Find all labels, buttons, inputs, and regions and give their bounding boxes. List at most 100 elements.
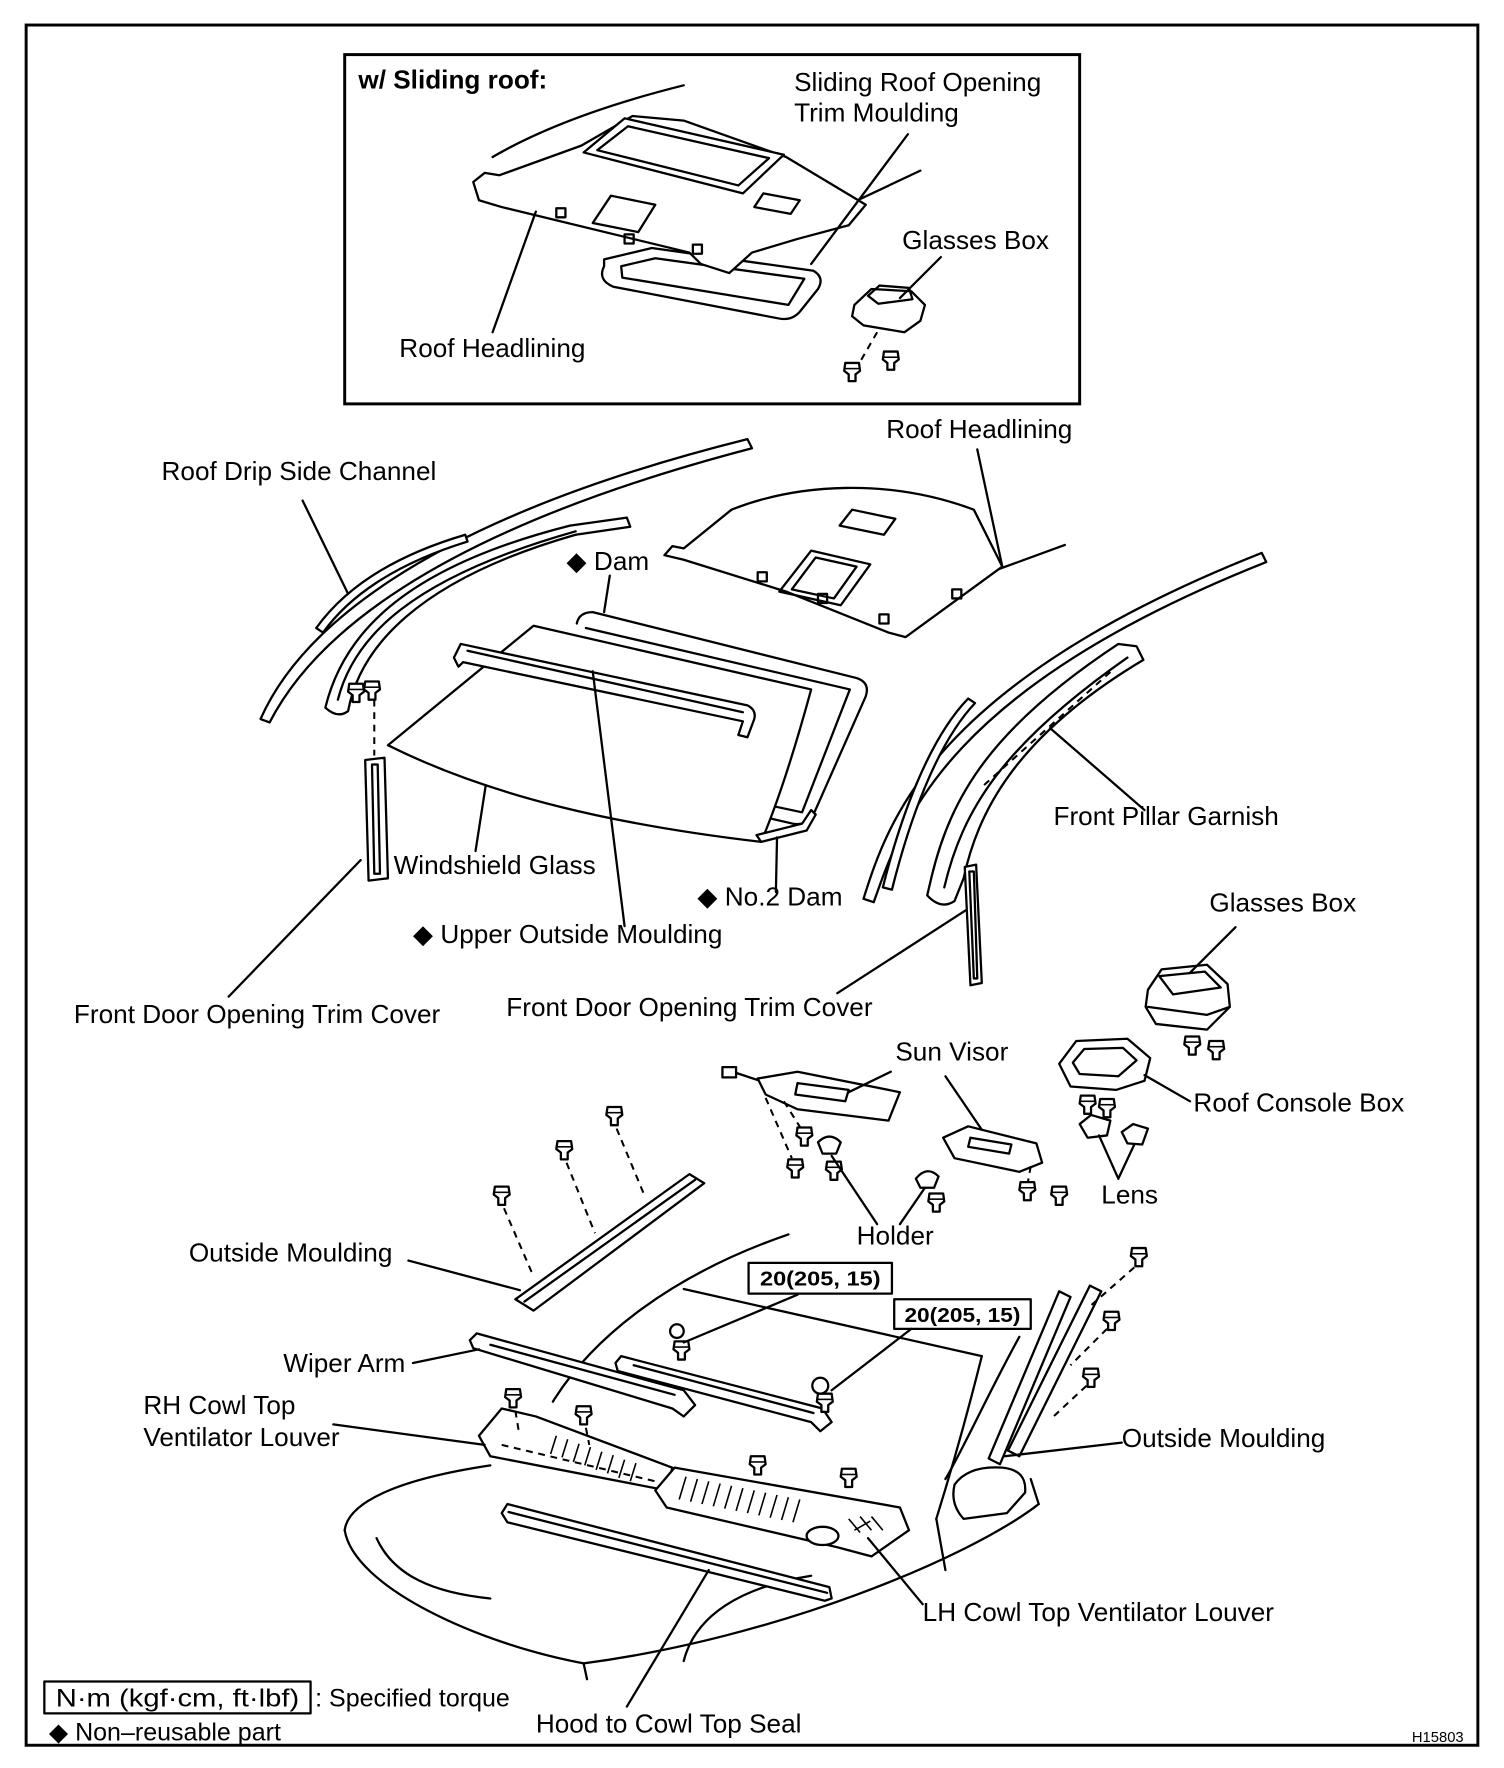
label-sun-visor: Sun Visor: [895, 1036, 1008, 1066]
moulding-left-dash: [615, 1128, 647, 1198]
cowl-louvers: [477, 1388, 911, 1558]
label-no2-dam: ◆ No.2 Dam: [697, 882, 842, 912]
roof-console-box-inner: [1071, 1046, 1138, 1078]
label-roof-headlining: Roof Headlining: [886, 414, 1072, 444]
lh-louver-grille: [678, 1476, 801, 1523]
hood-front-edge: [582, 1502, 1040, 1665]
outside-moulding-left-inner: [523, 1178, 697, 1303]
visor-right-screw: [1050, 1185, 1069, 1206]
moulding-right-clip: [1081, 1367, 1101, 1389]
sun-visor-left-mirror: [794, 1081, 850, 1103]
inset-clip-hole: [691, 243, 704, 255]
label-front-pillar-garnish: Front Pillar Garnish: [1053, 801, 1278, 831]
moulding-right-clip: [1129, 1246, 1148, 1268]
visor-left-screw: [795, 1126, 814, 1147]
glasses-box-body: [1144, 963, 1231, 1031]
leader-front-pillar-garnish: [1048, 726, 1146, 812]
inset-leader-lines: [491, 133, 942, 334]
sun-visor-left: [756, 1070, 902, 1122]
no2-dam: [755, 808, 817, 844]
wiper-nut: [672, 1340, 691, 1361]
pillar-base: [935, 1517, 947, 1572]
moulding-right-dash: [1069, 1328, 1108, 1366]
visor-left-dash: [764, 1097, 793, 1159]
label-inset-roof-headlining: Roof Headlining: [399, 333, 585, 363]
headlining-clip-hole: [816, 592, 829, 605]
front-pillar-garnish-right-ticks: [983, 668, 1115, 786]
label-holder: Holder: [857, 1221, 934, 1251]
accessory-leader-lines: [830, 926, 1237, 1226]
right-drip-channel-and-garnish: [862, 551, 1268, 906]
wiper-nut-cap: [811, 1376, 830, 1395]
sun-visor-right-part: [914, 1125, 1069, 1213]
rh-cowl-top-ventilator-louver: [477, 1407, 674, 1492]
glasses-box-clip: [1207, 1039, 1226, 1061]
lh-louver-nozzle: [805, 1525, 840, 1547]
legend-non-reusable: ◆ Non–reusable part: [49, 1719, 281, 1747]
inset-small-recess: [753, 192, 801, 216]
label-lh-cowl-louver: LH Cowl Top Ventilator Louver: [923, 1597, 1275, 1627]
visor-wire: [734, 1071, 762, 1082]
garnish-left-clip: [362, 680, 382, 701]
moulding-left-clip: [555, 1139, 574, 1161]
hood-left-top: [343, 1464, 492, 1532]
roof-console-box-part: [1058, 1037, 1152, 1146]
sun-visor-right: [941, 1125, 1044, 1173]
label-sliding-roof-trim-line2: Trim Moulding: [794, 98, 959, 128]
leader-lens-right: [1117, 1143, 1136, 1180]
hood-left-bottom: [343, 1529, 585, 1665]
visor-connector: [721, 1066, 738, 1079]
label-rh-cowl-louver-line2: Ventilator Louver: [143, 1422, 340, 1452]
leader-no2-dam: [774, 836, 779, 894]
inset-glasses-box-lid: [866, 284, 914, 305]
front-door-trim-cover-left: [364, 756, 390, 882]
label-inset-glasses-box: Glasses Box: [902, 225, 1049, 255]
front-door-trim-cover-left-inner: [370, 763, 382, 875]
front-pillar-garnish-left: [324, 516, 632, 716]
wiper-blade-right-hand: [489, 1343, 676, 1396]
sunroof-opening-inner: [596, 125, 771, 187]
fender-line: [944, 1335, 1021, 1481]
label-hood-to-cowl-top-seal: Hood to Cowl Top Seal: [536, 1709, 802, 1739]
right-outside-moulding-part: [987, 1246, 1148, 1466]
right-channel-strip: [881, 697, 977, 891]
leader-trim-cover-right: [836, 909, 968, 995]
leader-torque-1: [682, 1293, 799, 1344]
leader-glasses-box: [1188, 926, 1237, 974]
sunroof-opening-outer: [582, 117, 785, 195]
roof-drip-side-channel-left: [259, 438, 754, 724]
front-pillar-garnish-right-inner: [943, 656, 1129, 889]
torque-value: 20(205, 15): [760, 1268, 881, 1291]
lens-left: [1078, 1113, 1112, 1139]
outside-moulding-right-outer: [987, 1290, 1072, 1466]
rh-louver-grille: [549, 1435, 637, 1482]
label-outside-moulding-left: Outside Moulding: [189, 1238, 393, 1268]
inset-glasses-box-body: [850, 287, 927, 334]
louver-clip: [839, 1467, 858, 1489]
hood-right-corner: [1029, 1477, 1040, 1506]
visor-left-screw: [824, 1160, 844, 1181]
roof-console-clip: [1078, 1094, 1097, 1115]
inset-clip-hole: [555, 207, 567, 219]
legend-torque-unit: N·m (kgf·cm, ft·lbf): [56, 1685, 299, 1713]
torque-box: [747, 1261, 894, 1295]
louver-clip: [503, 1388, 523, 1409]
left-drip-channel-and-garnish: [259, 438, 754, 724]
headlining-clip-hole: [878, 613, 890, 625]
wiper-nut-cap: [668, 1323, 685, 1340]
leader-holder-right: [898, 1186, 927, 1226]
headlining-clip-hole: [951, 588, 963, 600]
headlining-recess: [838, 508, 897, 536]
leader-hood-seal: [625, 1568, 710, 1708]
headlining-clip-hole: [756, 571, 768, 583]
leader-sun-visor-left: [847, 1070, 892, 1094]
upper-outside-moulding: [452, 642, 756, 739]
upper-outside-moulding-inner: [466, 649, 745, 714]
torque-box: [893, 1298, 1032, 1330]
main-leader-lines-upper: [227, 448, 1146, 998]
moulding-left-clip: [492, 1185, 511, 1206]
leader-inset-roof-headlining: [491, 210, 537, 334]
leader-rh-cowl-louver: [332, 1423, 486, 1447]
moulding-right-clip: [1102, 1310, 1121, 1332]
